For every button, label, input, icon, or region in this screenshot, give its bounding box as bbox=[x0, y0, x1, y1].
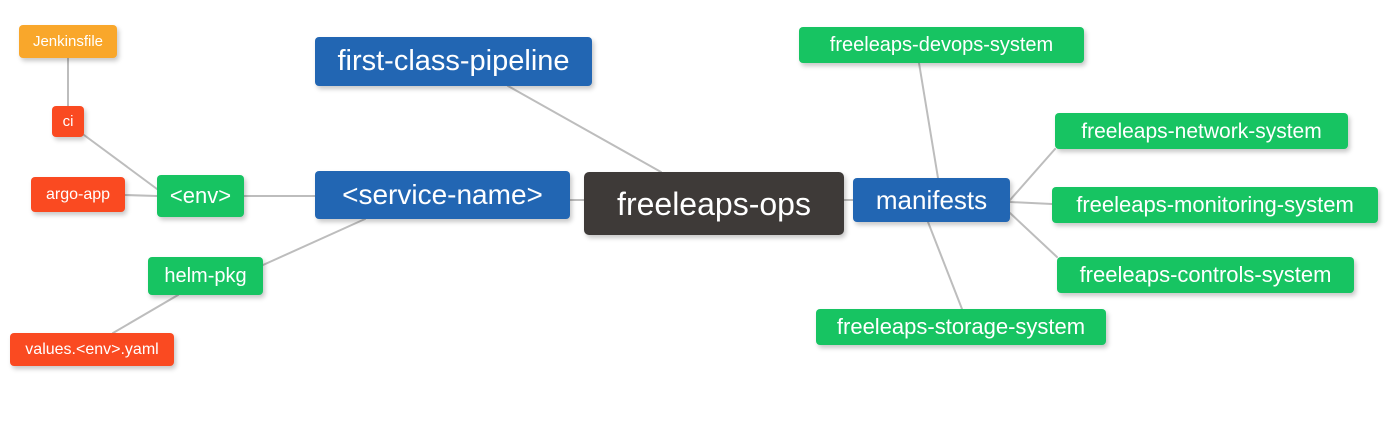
node-freeleaps-network-system[interactable]: freeleaps-network-system bbox=[1055, 113, 1348, 149]
edge-manifests-to-freeleaps-network-system bbox=[1009, 148, 1056, 201]
node-service-name[interactable]: <service-name> bbox=[315, 171, 570, 219]
node-label: <service-name> bbox=[342, 179, 543, 210]
node-argo-app[interactable]: argo-app bbox=[31, 177, 125, 212]
node-jenkinsfile[interactable]: Jenkinsfile bbox=[19, 25, 117, 58]
edge-manifests-to-freeleaps-monitoring-system bbox=[1009, 201, 1053, 205]
node-freeleaps-controls-system[interactable]: freeleaps-controls-system bbox=[1057, 257, 1354, 293]
node-label: ci bbox=[62, 113, 74, 130]
node-env[interactable]: <env> bbox=[157, 175, 244, 217]
node-values-env-yaml[interactable]: values.<env>.yaml bbox=[10, 333, 174, 366]
node-label: argo-app bbox=[45, 185, 111, 203]
edge-manifests-to-freeleaps-storage-system bbox=[927, 221, 963, 310]
node-ci[interactable]: ci bbox=[52, 106, 84, 137]
node-label: values.<env>.yaml bbox=[25, 340, 159, 358]
node-label: freeleaps-network-system bbox=[1081, 119, 1322, 143]
node-label: Jenkinsfile bbox=[32, 33, 104, 50]
node-label: freeleaps-devops-system bbox=[829, 34, 1054, 56]
node-freeleaps-ops[interactable]: freeleaps-ops bbox=[584, 172, 844, 235]
node-freeleaps-storage-system[interactable]: freeleaps-storage-system bbox=[816, 309, 1106, 345]
node-label: <env> bbox=[169, 183, 232, 208]
node-freeleaps-monitoring-system[interactable]: freeleaps-monitoring-system bbox=[1052, 187, 1378, 223]
edge-manifests-to-freeleaps-devops-system bbox=[918, 62, 939, 179]
edge-manifests-to-freeleaps-controls-system bbox=[1009, 212, 1058, 258]
edge-first-class-pipeline-to-freeleaps-ops bbox=[507, 85, 662, 173]
edge-helm-pkg-to-values-env-yaml bbox=[112, 294, 179, 334]
node-freeleaps-devops-system[interactable]: freeleaps-devops-system bbox=[799, 27, 1084, 63]
edge-ci-to-env bbox=[83, 134, 158, 190]
node-label: helm-pkg bbox=[164, 265, 247, 287]
edge-argo-app-to-env bbox=[124, 194, 158, 197]
node-helm-pkg[interactable]: helm-pkg bbox=[148, 257, 263, 295]
node-label: first-class-pipeline bbox=[337, 45, 570, 77]
node-label: freeleaps-controls-system bbox=[1079, 262, 1332, 287]
node-manifests[interactable]: manifests bbox=[853, 178, 1010, 222]
node-label: freeleaps-monitoring-system bbox=[1076, 192, 1354, 217]
edge-service-name-to-helm-pkg bbox=[262, 218, 366, 266]
node-label: manifests bbox=[875, 185, 988, 215]
node-label: freeleaps-storage-system bbox=[836, 314, 1086, 339]
node-first-class-pipeline[interactable]: first-class-pipeline bbox=[315, 37, 592, 86]
node-label: freeleaps-ops bbox=[617, 185, 811, 222]
